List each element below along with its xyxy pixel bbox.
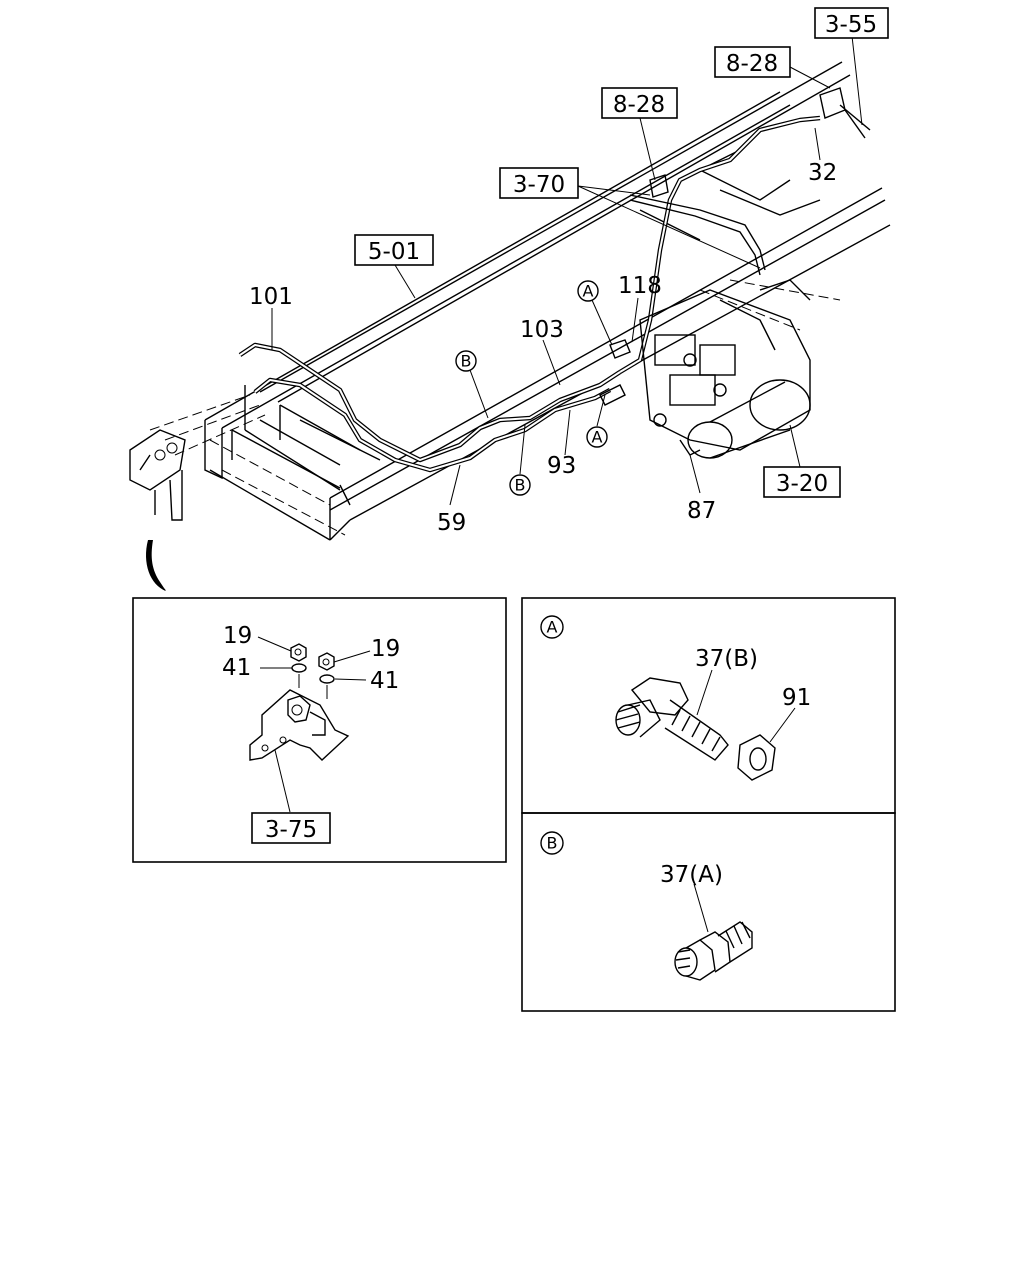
svg-text:A: A (583, 282, 594, 301)
ref-text-8-28-lower: 8-28 (613, 92, 665, 118)
ref-text-8-28-upper: 8-28 (726, 51, 778, 77)
frame-rails (149, 61, 891, 541)
marker-b-bottom: B (509, 474, 531, 496)
ref-box-3-20: 3-20 (763, 466, 841, 498)
leader-lines (271, 35, 863, 506)
left-bracket (129, 429, 186, 591)
svg-text:A: A (592, 428, 603, 447)
svg-text:B: B (547, 834, 558, 853)
ref-text-3-75: 3-75 (265, 817, 317, 843)
part-label-87: 87 (687, 498, 716, 524)
part-label-93: 93 (547, 453, 576, 479)
svg-text:A: A (547, 618, 558, 637)
svg-text:B: B (461, 352, 472, 371)
detail-panel-b: B 37(A) (521, 812, 896, 1012)
part-label-101: 101 (249, 284, 293, 310)
part-label-37b: 37(B) (695, 646, 758, 672)
part-label-32: 32 (808, 160, 837, 186)
ref-box-5-01: 5-01 (354, 234, 434, 266)
upper-valves (649, 87, 871, 198)
part-label-118: 118 (618, 273, 662, 299)
svg-text:B: B (515, 476, 526, 495)
part-label-59: 59 (437, 510, 466, 536)
marker-a-bottom: A (586, 426, 608, 448)
part-label-41-right: 41 (370, 668, 399, 694)
part-label-103: 103 (520, 317, 564, 343)
detail-panel-a: A 37(B) 91 (521, 597, 896, 814)
ref-box-8-28-lower: 8-28 (601, 87, 678, 119)
ref-box-3-55: 3-55 (814, 7, 889, 39)
ref-text-3-20: 3-20 (776, 471, 828, 497)
marker-b-left: B (455, 350, 477, 372)
ref-text-5-01: 5-01 (368, 239, 420, 265)
ref-box-8-28-upper: 8-28 (714, 46, 791, 78)
part-label-19-right: 19 (371, 636, 400, 662)
part-label-91: 91 (782, 685, 811, 711)
detail-panel-bracket: 19 41 19 41 3-75 (132, 597, 507, 863)
ref-text-3-55: 3-55 (825, 12, 877, 38)
part-label-37a: 37(A) (660, 862, 723, 888)
ref-box-3-70: 3-70 (499, 167, 579, 199)
brake-valve-assembly (599, 279, 811, 459)
marker-a-top: A (577, 280, 599, 302)
brake-pipes (238, 115, 821, 473)
part-label-19-left: 19 (223, 623, 252, 649)
part-label-41-left: 41 (222, 655, 251, 681)
ref-text-3-70: 3-70 (513, 172, 565, 198)
